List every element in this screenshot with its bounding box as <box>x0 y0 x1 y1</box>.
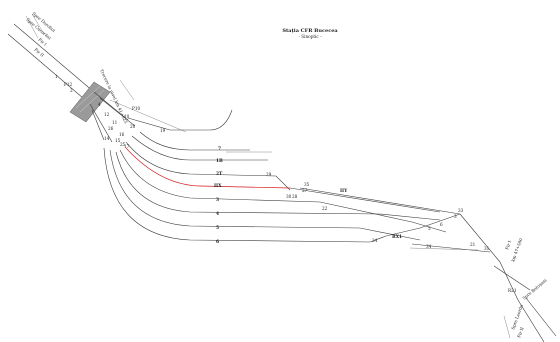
label-p10: P10 <box>132 106 140 111</box>
label-r21: R21 <box>508 288 517 293</box>
diagram-subtitle: - Sinoptic - <box>299 34 323 39</box>
label-exit-right-2: Spre Leorda <box>510 303 524 330</box>
switch-number: 10 <box>124 114 130 119</box>
switch-number: 15 <box>115 138 121 143</box>
switch-number: 19 <box>160 128 166 133</box>
switch-number: 12 <box>104 112 110 117</box>
switch-number: 31 <box>484 246 490 251</box>
label-end-right: Fir I <box>504 240 512 251</box>
track-label-IIX: IIX <box>214 184 222 189</box>
label-p12: P12 <box>64 82 72 87</box>
track-IIX <box>125 147 441 213</box>
track-label-2T: 2T <box>216 172 223 177</box>
track-label-IIY: IIY <box>340 189 348 194</box>
switch-number: 26 <box>108 126 114 131</box>
track-label-6: 6 <box>216 240 219 245</box>
switch-number: 24 <box>372 238 378 243</box>
switch-number: 25 <box>120 142 126 147</box>
station-throat-left <box>89 79 187 143</box>
track-label-7: 7 <box>218 147 221 152</box>
label-exit-right-3: Fir II <box>516 326 525 338</box>
main-line-right <box>503 297 557 342</box>
switch-number: 6 <box>440 222 443 227</box>
switch-number: 17 <box>124 144 130 149</box>
switch-number: 1 <box>55 74 58 79</box>
label-exit-right-1: Spre Botoșani <box>521 277 548 300</box>
track-1B <box>131 135 268 161</box>
switch-number: 35 <box>304 182 310 187</box>
switch-number: 22 <box>322 206 328 211</box>
switch-number: 33 <box>458 208 464 213</box>
diagram-title: Stația CFR Bucecea <box>282 28 338 34</box>
switch-number: 34 <box>426 244 432 249</box>
label-line-left-1: Fir I <box>37 37 48 47</box>
level-crossing <box>69 81 111 123</box>
switch-number: 30 <box>286 194 292 199</box>
track-3 <box>119 149 447 233</box>
switch-number: 16 <box>119 132 125 137</box>
label-end-right-km: km 47+580 <box>510 237 523 262</box>
switch-number: 2 <box>70 88 73 93</box>
label-rx1: RX1 <box>392 235 402 240</box>
track-label-4: 4 <box>216 212 219 217</box>
track-2T <box>125 141 291 191</box>
label-line-left-2: Fir II <box>33 47 45 58</box>
siding-top <box>127 109 233 131</box>
switch-number: 5 <box>428 226 431 231</box>
switch-number: 29 <box>266 172 272 177</box>
track-5 <box>109 149 421 241</box>
switch-number: 14 <box>104 136 110 141</box>
track-6 <box>103 147 387 243</box>
switch-number: 21 <box>470 242 476 247</box>
switch-number: 27 <box>302 188 308 193</box>
track-label-1B: 1B <box>216 159 223 164</box>
track-7 <box>139 131 272 153</box>
track-4 <box>115 151 441 221</box>
station-throat-right <box>299 187 531 301</box>
switch-number: 20 <box>130 124 136 129</box>
track-label-3: 3 <box>216 198 219 203</box>
switch-number: 28 <box>292 194 298 199</box>
switch-number: 4 <box>98 102 101 107</box>
switch-number: 11 <box>112 120 118 125</box>
switch-number: 3 <box>454 214 457 219</box>
main-line-left <box>7 13 95 105</box>
track-label-5: 5 <box>216 226 219 231</box>
